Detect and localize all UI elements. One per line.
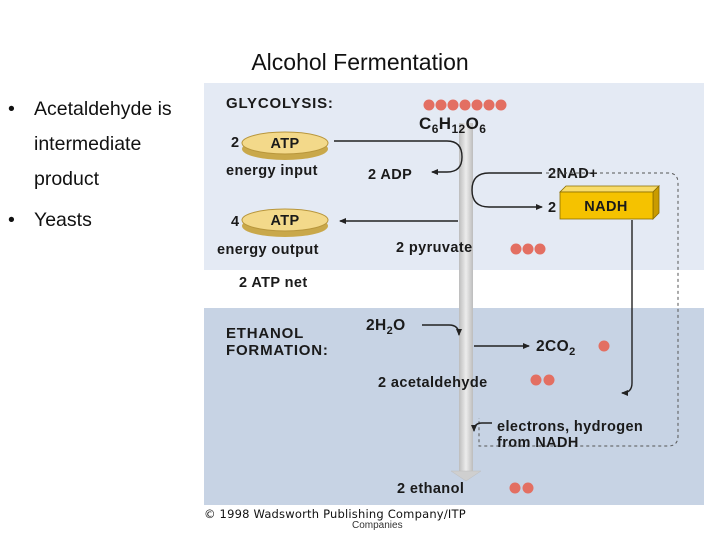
atp-net-label: 2 ATP net bbox=[239, 275, 308, 291]
glucose-formula: C6H12O6 bbox=[419, 114, 486, 136]
main-flow-arrow-shaft bbox=[459, 123, 473, 471]
bullet-list: Acetaldehyde is intermediate product Yea… bbox=[8, 92, 203, 244]
atp-output-label: ATP bbox=[270, 213, 299, 229]
energy-input-label: energy input bbox=[226, 163, 318, 179]
energy-input-arrow bbox=[334, 140, 463, 175]
companies-text: Companies bbox=[352, 520, 403, 531]
fermentation-diagram-svg: GLYCOLYSIS: C6H12O6 2 ATP energy input 2… bbox=[204, 83, 704, 505]
glucose-molecule-icon bbox=[423, 99, 507, 111]
bullet-acetaldehyde: Acetaldehyde is intermediate product bbox=[8, 92, 203, 197]
atp-output-count: 4 bbox=[231, 214, 239, 230]
water-input-arrow bbox=[422, 324, 462, 336]
atp-input-label: ATP bbox=[270, 136, 299, 152]
nadh-recycle-dashed-arrow bbox=[478, 172, 679, 447]
water-label: 2H2O bbox=[366, 317, 406, 337]
energy-output-label: energy output bbox=[217, 242, 319, 258]
nadh-box-icon bbox=[559, 185, 660, 220]
adp-label: 2 ADP bbox=[368, 167, 412, 183]
main-flow-arrowhead bbox=[450, 470, 482, 482]
atp-output-disc-icon bbox=[241, 208, 329, 237]
slide-title: Alcohol Fermentation bbox=[251, 49, 469, 75]
from-nadh-label: from NADH bbox=[497, 435, 579, 451]
electrons-hydrogen-label: electrons, hydrogen bbox=[497, 419, 643, 435]
electrons-input-arrow bbox=[471, 422, 492, 432]
nadh-electron-transfer-arrow bbox=[621, 220, 633, 396]
acetaldehyde-label: 2 acetaldehyde bbox=[378, 375, 488, 391]
glycolysis-header: GLYCOLYSIS: bbox=[226, 95, 334, 112]
atp-input-count: 2 bbox=[231, 135, 239, 151]
atp-input-disc-icon bbox=[241, 131, 329, 160]
ethanol-label: 2 ethanol bbox=[397, 481, 464, 497]
copyright-text: © 1998 Wadsworth Publishing Company/ITP bbox=[204, 507, 466, 521]
nadh-label: NADH bbox=[584, 199, 628, 215]
fermentation-diagram: GLYCOLYSIS: C6H12O6 2 ATP energy input 2… bbox=[204, 83, 704, 508]
pyruvate-label: 2 pyruvate bbox=[396, 240, 473, 256]
ethanol-header-line2: FORMATION: bbox=[226, 342, 329, 359]
co2-molecule-icon bbox=[598, 340, 610, 352]
co2-label: 2CO2 bbox=[536, 338, 576, 358]
nad-plus-label: 2NAD+ bbox=[548, 166, 598, 182]
nad-reduction-arrow bbox=[471, 172, 543, 210]
pyruvate-molecule-icon bbox=[510, 243, 546, 255]
bullet-yeasts: Yeasts bbox=[8, 203, 203, 238]
acetaldehyde-molecule-icon bbox=[530, 374, 555, 386]
ethanol-molecule-icon bbox=[509, 482, 534, 494]
ethanol-header-line1: ETHANOL bbox=[226, 325, 304, 342]
nadh-count: 2 bbox=[548, 200, 556, 216]
glycolysis-panel bbox=[204, 83, 704, 270]
